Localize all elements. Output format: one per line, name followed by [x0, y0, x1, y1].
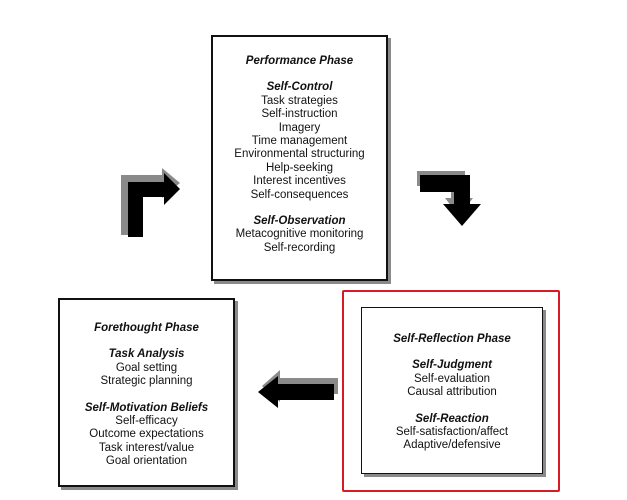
reflection-item: Causal attribution	[407, 386, 497, 399]
reflection-item: Adaptive/defensive	[403, 439, 501, 452]
performance-item: Help-seeking	[265, 161, 334, 174]
self-reflection-phase-box: Self-Reflection Phase Self-Judgment Self…	[361, 307, 543, 474]
performance-item: Interest incentives	[253, 175, 346, 188]
self-judgment-heading: Self-Judgment	[412, 359, 492, 372]
self-control-heading: Self-Control	[266, 81, 333, 94]
self-motivation-beliefs-heading: Self-Motivation Beliefs	[84, 401, 209, 414]
forethought-item: Goal setting	[115, 361, 178, 374]
reflection-item: Self-satisfaction/affect	[395, 426, 509, 439]
performance-item: Self-instruction	[261, 108, 338, 121]
highlight-rectangle	[342, 290, 560, 492]
forethought-item: Outcome expectations	[89, 428, 204, 441]
reflection-item: Self-evaluation	[413, 372, 491, 385]
self-reflection-phase-title: Self-Reflection Phase	[393, 333, 511, 345]
forethought-item: Strategic planning	[100, 375, 193, 388]
arrow-up-right-icon	[121, 168, 180, 237]
performance-item: Task strategies	[261, 94, 338, 107]
forethought-phase-title: Forethought Phase	[94, 322, 199, 334]
performance-phase-box: Performance Phase Self-Control Task stra…	[211, 35, 388, 281]
performance-item: Imagery	[278, 121, 321, 134]
self-observation-heading: Self-Observation	[253, 215, 346, 228]
performance-item: Time management	[251, 135, 348, 148]
arrow-right-down-icon	[417, 171, 481, 226]
forethought-item: Goal orientation	[105, 455, 188, 468]
performance-item: Environmental structuring	[234, 148, 365, 161]
self-reaction-heading: Self-Reaction	[415, 412, 489, 425]
forethought-item: Task interest/value	[98, 441, 195, 454]
forethought-item: Self-efficacy	[115, 415, 178, 428]
forethought-phase-box: Forethought Phase Task Analysis Goal set…	[58, 298, 235, 487]
performance-item: Self-consequences	[250, 188, 349, 201]
performance-item: Self-recording	[263, 241, 336, 254]
performance-item: Metacognitive monitoring	[235, 228, 364, 241]
performance-phase-title: Performance Phase	[245, 55, 354, 67]
task-analysis-heading: Task Analysis	[108, 348, 185, 361]
arrow-left-icon	[258, 370, 338, 408]
